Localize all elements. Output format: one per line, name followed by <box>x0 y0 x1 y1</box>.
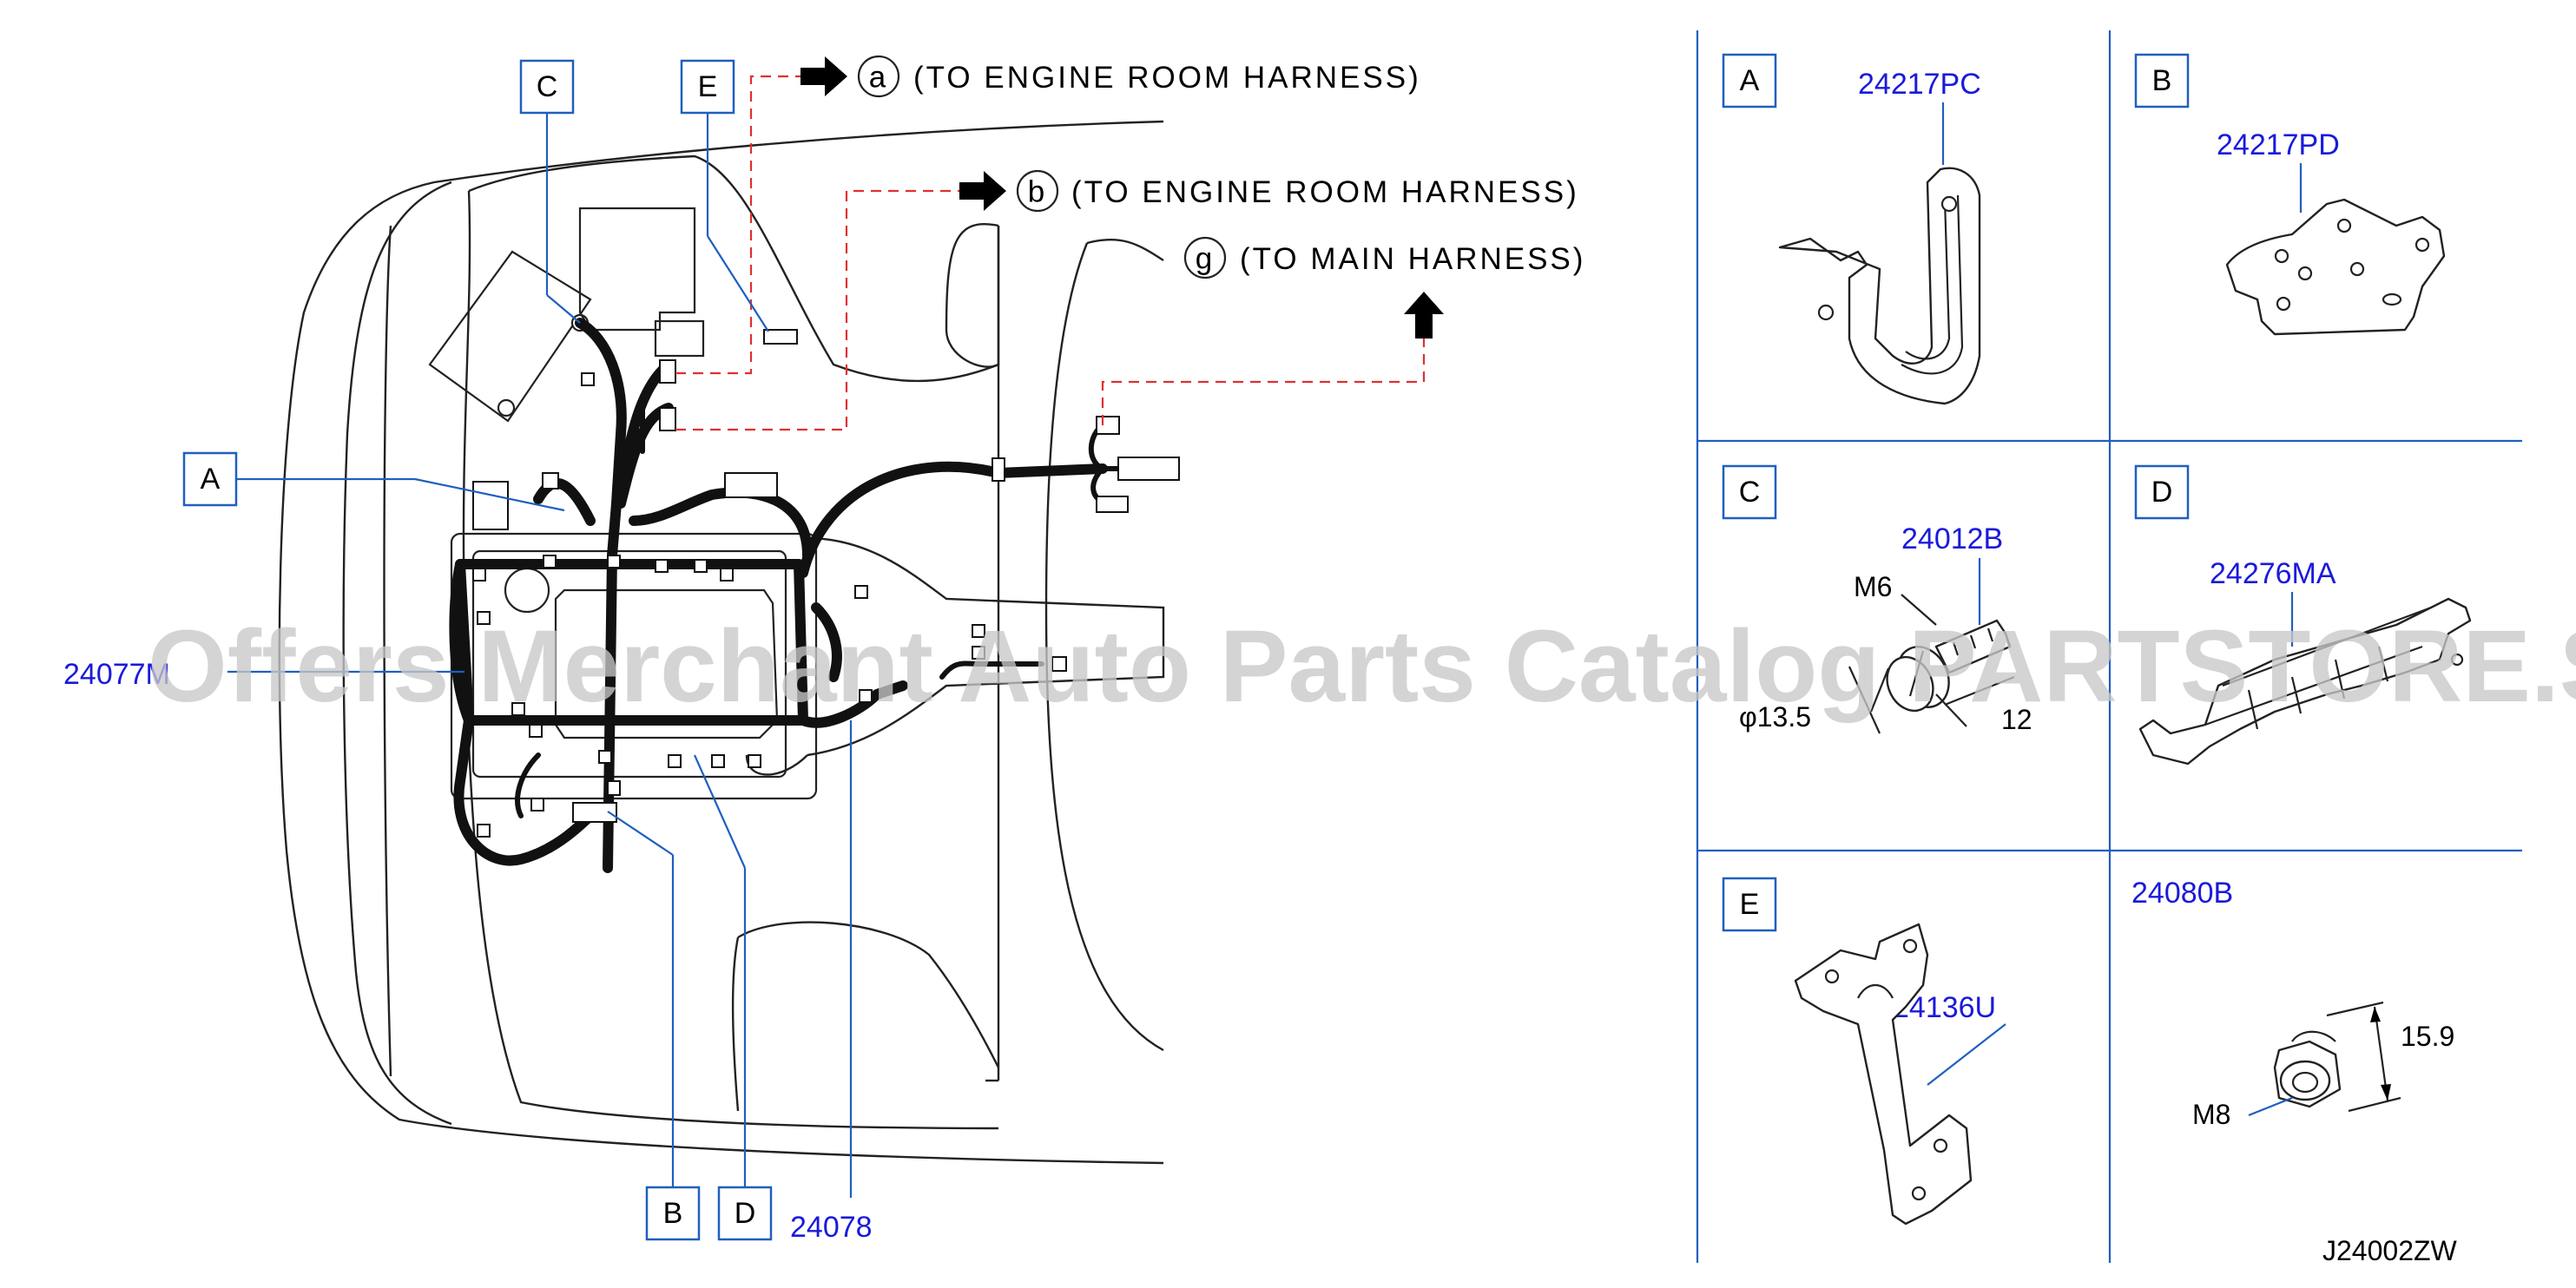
panel-f-thread: M8 <box>2192 1099 2230 1130</box>
connector <box>720 568 734 582</box>
connector <box>659 407 676 431</box>
marker-a-label: a <box>869 61 888 95</box>
marker-b <box>1016 169 1059 213</box>
destination-g-text: (TO MAIN HARNESS) <box>1240 242 1585 276</box>
part-number-24077m: 24077M <box>63 658 170 691</box>
panel-b-letter: B <box>2152 64 2172 97</box>
panel-c-thread: M6 <box>1854 571 1892 602</box>
arrow-right-icon <box>959 171 1006 211</box>
connector <box>542 472 559 490</box>
connector <box>511 702 525 716</box>
connector <box>694 559 708 573</box>
callout-d <box>717 1186 773 1241</box>
callout-b <box>645 1186 701 1241</box>
vehicle-body-outline <box>278 120 1165 1165</box>
connector <box>477 611 491 625</box>
connector <box>598 750 612 764</box>
bracket-24276ma <box>2138 597 2472 766</box>
connector <box>659 359 676 384</box>
panel-c-part-number: 24012B <box>1901 522 2003 555</box>
wiring-harness <box>449 318 1180 873</box>
marker-g-label: g <box>1196 242 1215 276</box>
panel-d: D 24276MA <box>2134 464 2472 766</box>
watermark-text: Offers Merchant Auto Parts Catalog PARTS… <box>148 609 2576 724</box>
panel-a-letter: A <box>1740 64 1760 97</box>
connector <box>763 329 798 345</box>
panel-f-part-number: 24080B <box>2131 877 2233 910</box>
connector <box>607 555 621 568</box>
connector <box>543 555 557 568</box>
panel-f: 24080B 15.9 M8 <box>2131 877 2454 1130</box>
panel-d-letter: D <box>2151 476 2173 509</box>
destination-b-text: (TO ENGINE ROOM HARNESS) <box>1071 175 1579 209</box>
reference-code: J24002ZW <box>2322 1235 2458 1266</box>
panel-c-length: 12 <box>2001 704 2032 735</box>
bracket-24217pc <box>1778 167 1981 405</box>
connector <box>1117 457 1180 481</box>
arrows <box>800 56 1444 338</box>
panel-c-letter: C <box>1739 476 1761 509</box>
panel-e: E 24136U <box>1722 877 2006 1226</box>
marker-b-label: b <box>1028 175 1047 209</box>
connector <box>992 457 1005 482</box>
connector <box>711 754 725 768</box>
connector <box>607 780 621 796</box>
connector <box>1096 416 1120 435</box>
arrow-up-icon <box>1404 292 1444 338</box>
connector <box>572 802 617 823</box>
connector <box>1051 656 1067 672</box>
panel-e-letter: E <box>1740 888 1760 921</box>
bracket-24217pd <box>2225 198 2446 336</box>
connector <box>1096 496 1129 513</box>
connector <box>581 372 595 386</box>
connector <box>472 481 509 530</box>
panel-c-diameter: φ13.5 <box>1739 701 1811 733</box>
panel-b-part-number: 24217PD <box>2217 128 2340 161</box>
callout-c-label: C <box>537 70 558 103</box>
callout-a <box>182 451 238 507</box>
nut-24080b <box>2273 1030 2342 1108</box>
connector <box>972 646 985 660</box>
connector <box>724 472 778 498</box>
destination-a-text: (TO ENGINE ROOM HARNESS) <box>913 61 1421 95</box>
arrow-right-icon <box>800 56 847 96</box>
panel-b: B 24217PD <box>2134 53 2446 336</box>
parts-grid <box>1696 30 2522 1263</box>
marker-g <box>1183 236 1227 279</box>
connector <box>854 585 868 599</box>
panel-a-part-number: 24217PC <box>1858 68 1981 101</box>
callout-b-label: B <box>663 1197 683 1230</box>
connector <box>530 798 544 812</box>
callout-e <box>680 59 735 115</box>
panel-a: A 24217PC <box>1722 53 1981 405</box>
panel-c: C 24012B M6 φ13.5 12 <box>1722 464 2032 735</box>
destination-labels: a (TO ENGINE ROOM HARNESS) b (TO ENGINE … <box>857 55 1585 279</box>
connector <box>529 724 543 738</box>
bracket-24136u <box>1794 923 1973 1226</box>
callout-a-label: A <box>201 463 221 496</box>
connector <box>748 754 761 768</box>
connector <box>668 754 682 768</box>
callout-d-label: D <box>735 1197 756 1230</box>
callout-c <box>519 59 575 115</box>
connector <box>655 559 669 573</box>
connector <box>859 689 873 703</box>
connector <box>972 624 985 638</box>
panel-d-part-number: 24276MA <box>2210 557 2336 590</box>
routing-lines <box>675 75 1426 431</box>
part-number-24078: 24078 <box>790 1211 873 1244</box>
panel-f-height: 15.9 <box>2401 1021 2454 1052</box>
callout-e-label: E <box>698 70 718 103</box>
bolt-24012b <box>1869 619 2012 713</box>
marker-a <box>857 55 900 98</box>
connector <box>477 824 491 838</box>
connector <box>472 568 486 582</box>
diagram-callouts: C E A 24077M B D 24078 <box>63 59 873 1244</box>
